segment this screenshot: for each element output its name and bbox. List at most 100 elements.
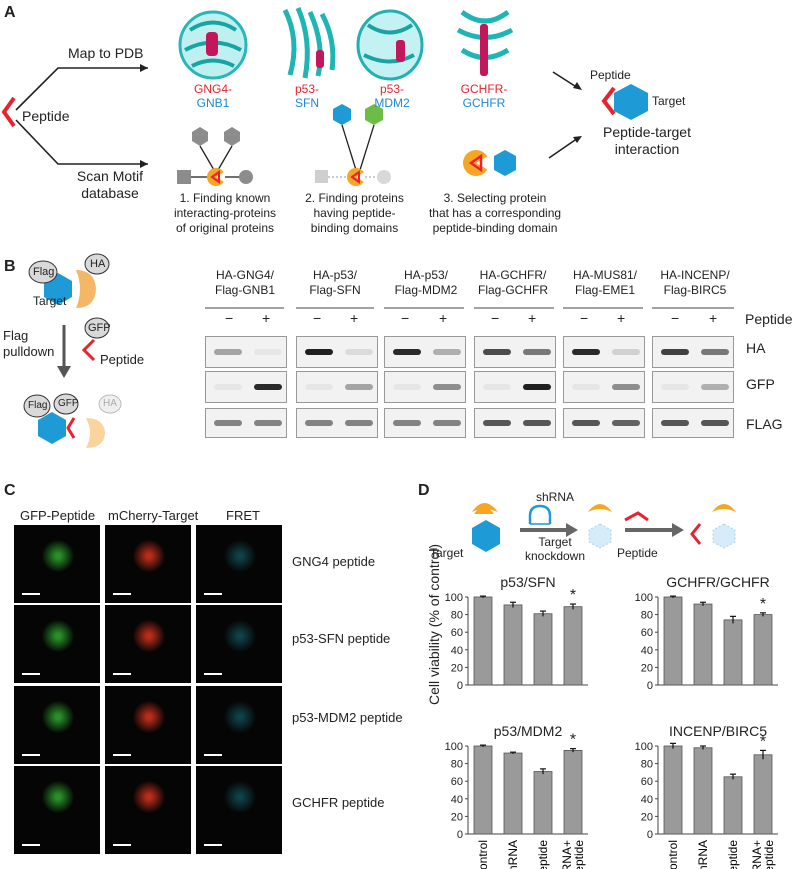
- pulldown-schematic: [23, 253, 122, 448]
- result-target-label: Target: [652, 94, 686, 108]
- scale-bar: [113, 673, 131, 675]
- result-caption: Peptide-target interaction: [603, 124, 691, 157]
- microscopy-image: [14, 766, 100, 854]
- y-tick-label: 40: [451, 645, 463, 657]
- plus-4: +: [528, 310, 537, 326]
- lane-separators: [205, 307, 734, 309]
- scale-bar: [22, 754, 40, 756]
- scale-bar: [22, 844, 40, 846]
- blot-band: [214, 384, 242, 390]
- structure-p53-mdm2-icon: [356, 9, 424, 81]
- y-tick-label: 0: [457, 829, 463, 841]
- flag-label: Flag: [33, 266, 55, 278]
- blot-band: [572, 420, 600, 426]
- peptide-chevron-icon: [1, 96, 16, 128]
- ha-bottom-label: HA: [103, 398, 117, 409]
- y-tick-label: 100: [635, 592, 653, 604]
- y-tick-label: 100: [635, 741, 653, 753]
- microscopy-image: [196, 766, 282, 854]
- pair-label-1: GNG4-GNB1: [193, 82, 232, 110]
- blot-band: [572, 349, 600, 355]
- gfp-label: GFP: [88, 322, 111, 334]
- bar: [753, 754, 773, 835]
- structure-gchfr-gchfr-icon: [456, 9, 514, 76]
- minus-3: −: [401, 310, 410, 326]
- pair-label-3: p53-MDM2: [374, 82, 410, 110]
- blot-band: [214, 349, 242, 355]
- y-tick-label: 40: [641, 794, 653, 806]
- row-label-flag: FLAG: [746, 416, 783, 432]
- y-tick-label: 80: [451, 610, 463, 622]
- blot-band: [305, 420, 333, 426]
- blot-band: [345, 384, 373, 390]
- blot-box: [205, 371, 287, 403]
- bar: [753, 614, 773, 686]
- row-label-p53-mdm2: p53-MDM2 peptide: [292, 710, 403, 725]
- blot-band: [483, 384, 511, 390]
- viability-charts: p53/SFN020406080100*GCHFR/GCHFR020406080…: [445, 574, 778, 869]
- blot-band: [254, 349, 282, 355]
- microscopy-image: [14, 686, 100, 764]
- bar: [533, 613, 553, 686]
- x-tick-label: shRNA: [696, 840, 710, 869]
- y-tick-label: 0: [457, 680, 463, 692]
- col-title-fret: FRET: [226, 508, 260, 523]
- x-tick-label: shRNA+peptide: [560, 840, 586, 869]
- significance-star: *: [760, 596, 766, 613]
- blot-band: [661, 349, 689, 355]
- scale-bar: [204, 844, 222, 846]
- bar: [663, 745, 683, 835]
- step3-diagram-icon: [463, 150, 516, 176]
- chart-title: GCHFR/GCHFR: [666, 574, 769, 590]
- blot-band: [393, 349, 421, 355]
- bar: [693, 603, 713, 686]
- chart-title: p53/SFN: [500, 574, 555, 590]
- bar: [503, 752, 523, 835]
- shrna-icon: [528, 504, 552, 525]
- lane-title-4: HA-GCHFR/ Flag-GCHFR: [477, 268, 548, 297]
- x-tick-label: shRNA: [506, 840, 520, 869]
- plus-6: +: [709, 310, 718, 326]
- flag-bottom-label: Flag: [28, 400, 48, 411]
- blot-box: [652, 336, 734, 368]
- lane-title-5: HA-MUS81/ Flag-EME1: [572, 268, 637, 297]
- significance-star: *: [570, 587, 576, 604]
- panel-a-graphics: [1, 6, 648, 186]
- minus-2: −: [313, 310, 322, 326]
- blot-band: [393, 420, 421, 426]
- blot-box: [563, 371, 645, 403]
- y-tick-label: 40: [641, 645, 653, 657]
- y-tick-label: 100: [445, 741, 463, 753]
- blot-band: [433, 349, 461, 355]
- lane-title-2: HA-p53/ Flag-SFN: [309, 268, 361, 297]
- x-tick-label: Control: [476, 840, 490, 869]
- y-tick-label: 80: [641, 610, 653, 622]
- microscopy-image: [105, 605, 191, 683]
- blot-band: [393, 384, 421, 390]
- blot-band: [214, 420, 242, 426]
- microscopy-image: [14, 525, 100, 603]
- ha-partner-icon: [76, 270, 96, 308]
- panel-label-b: B: [4, 258, 16, 275]
- y-tick-label: 20: [451, 811, 463, 823]
- lane-title-6: HA-INCENP/ Flag-BIRC5: [660, 268, 730, 297]
- y-tick-label: 60: [451, 627, 463, 639]
- blot-box: [563, 336, 645, 368]
- x-tick-label: Peptide: [726, 840, 740, 869]
- blot-box: [474, 371, 556, 403]
- bar: [533, 771, 553, 835]
- row-label-gchfr: GCHFR peptide: [292, 795, 385, 810]
- y-tick-label: 40: [451, 794, 463, 806]
- knockdown-label: Target knockdown: [524, 535, 586, 563]
- step-1-text: 1. Finding known interacting-proteins of…: [173, 191, 277, 235]
- panel-label-a: A: [4, 4, 16, 21]
- peptide-d-label: Peptide: [617, 546, 658, 560]
- y-tick-label: 20: [641, 811, 653, 823]
- blot-band: [701, 384, 729, 390]
- blot-band: [254, 384, 282, 390]
- lane-title-1: HA-GNG4/ Flag-GNB1: [214, 268, 276, 297]
- blot-box: [384, 371, 466, 403]
- microscopy-image: [105, 525, 191, 603]
- blot-band: [661, 384, 689, 390]
- x-tick-label: Control: [666, 840, 680, 869]
